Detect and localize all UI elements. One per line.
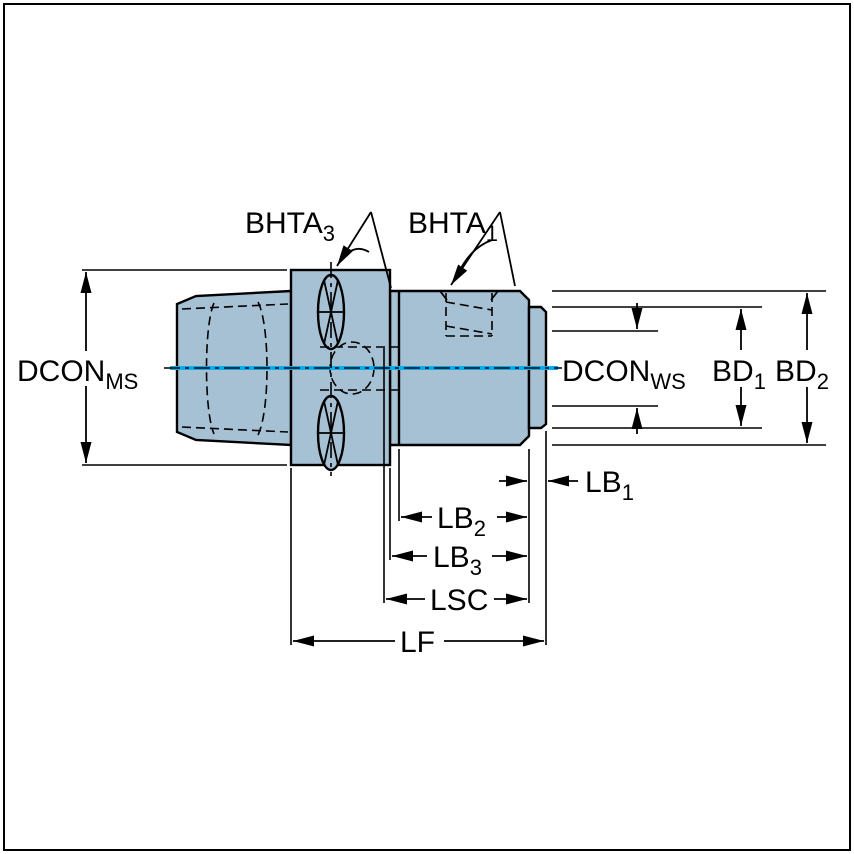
dim-lb2: LB2 (401, 502, 527, 541)
flange-slot-top (316, 273, 346, 351)
label-bhta3: BHTA3 (245, 207, 335, 246)
dim-bd2: BD2 (552, 290, 829, 446)
dim-bd1: BD1 (552, 306, 766, 429)
dim-bhta3: BHTA3 (245, 207, 392, 289)
centerlines (164, 262, 562, 476)
image-border (3, 3, 851, 851)
label-lf: LF (400, 626, 435, 659)
label-lb2: LB2 (437, 502, 486, 541)
dim-lb1: LB1 (499, 466, 634, 505)
label-bd1: BD1 (712, 355, 766, 394)
dim-bhta1: BHTA1 (408, 207, 516, 287)
extension-lines (290, 348, 547, 645)
dim-lb3: LB3 (392, 541, 527, 580)
dim-lsc: LSC (386, 584, 527, 617)
label-lb3: LB3 (433, 541, 482, 580)
label-lb1: LB1 (585, 466, 634, 505)
label-bd2: BD2 (775, 355, 829, 394)
label-bhta1: BHTA1 (408, 207, 498, 246)
label-lsc: LSC (430, 584, 488, 617)
dim-dcon-ws: DCONWS (552, 303, 686, 434)
coupling-hidden-detail (181, 301, 289, 436)
dim-lf: LF (293, 626, 544, 659)
label-dcon-ws: DCONWS (562, 355, 686, 394)
label-dcon-ms: DCONMS (17, 355, 138, 394)
dim-dcon-ms: DCONMS (17, 269, 287, 466)
